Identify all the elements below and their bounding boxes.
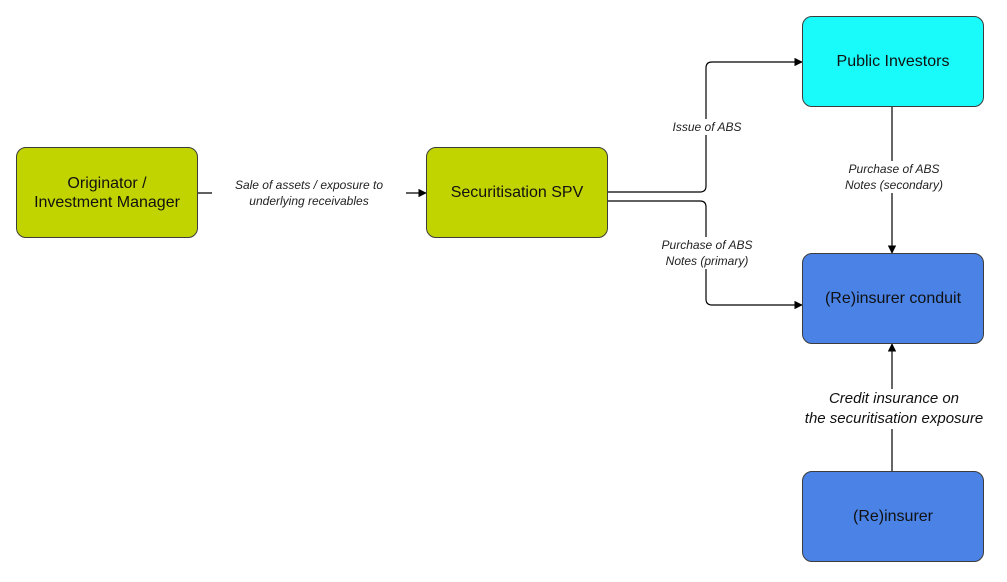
secondary-edge-label: Purchase of ABS Notes (secondary) [826,161,962,193]
public-investors-box: Public Investors [802,16,984,107]
reinsurer-conduit-box: (Re)insurer conduit [802,253,984,344]
reinsurer-label: (Re)insurer [852,508,933,525]
reinsurer-conduit-label: (Re)insurer conduit [824,290,962,307]
originator-label: Originator / Investment Manager [34,174,180,211]
credit-insurance-edge-label: Credit insurance on the securitisation e… [785,389,1003,429]
sale-edge-label: Sale of assets / exposure to underlying … [212,177,406,209]
originator-box: Originator / Investment Manager [16,147,198,238]
securitisation-spv-label: Securitisation SPV [450,184,584,201]
securitisation-spv-box: Securitisation SPV [426,147,608,238]
public-investors-label: Public Investors [836,53,950,70]
primary-edge-label: Purchase of ABS Notes (primary) [641,237,773,269]
issue-edge-label: Issue of ABS [655,119,759,135]
reinsurer-box: (Re)insurer [802,471,984,562]
